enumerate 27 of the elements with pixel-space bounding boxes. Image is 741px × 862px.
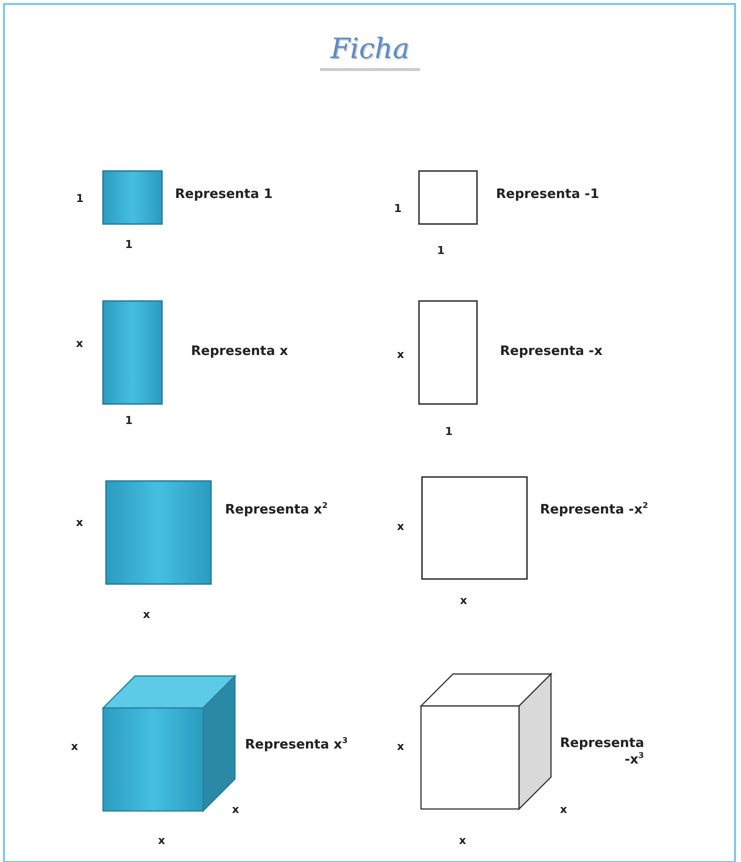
dimension-label: x <box>459 834 466 847</box>
caption-text: Representa x <box>191 344 288 359</box>
dimension-label: x <box>232 803 240 816</box>
dimension-label: x <box>76 516 84 529</box>
dimension-label: 1 <box>125 414 133 427</box>
caption-text: Representa x$^{3}$ <box>245 736 348 752</box>
dimension-label: 1 <box>445 425 453 438</box>
dimension-label: 1 <box>394 202 402 215</box>
dimension-label: x <box>143 608 150 621</box>
caption-text: Representa -1 <box>496 187 600 202</box>
dimension-label: 1 <box>437 244 445 257</box>
dimension-label: x <box>71 740 78 753</box>
caption-text: Representa x$^{2}$ <box>225 501 328 518</box>
caption-text: Representa -x$^{3}$ <box>560 736 644 768</box>
dimension-label: 1 <box>76 192 84 205</box>
dimension-label: x <box>460 594 468 607</box>
dimension-label: x <box>76 337 84 350</box>
dimension-label: x <box>560 803 568 816</box>
caption-text: Representa 1 <box>175 187 273 202</box>
title: Ficha <box>320 30 420 71</box>
dimension-label: x <box>397 740 404 753</box>
dimension-label: 1 <box>125 238 133 251</box>
dimension-label: x <box>397 348 404 361</box>
caption-text: Representa -x <box>500 344 602 359</box>
caption-text: Representa -x$^{2}$ <box>540 501 648 518</box>
dimension-label: x <box>158 834 166 847</box>
dimension-label: x <box>397 520 404 533</box>
